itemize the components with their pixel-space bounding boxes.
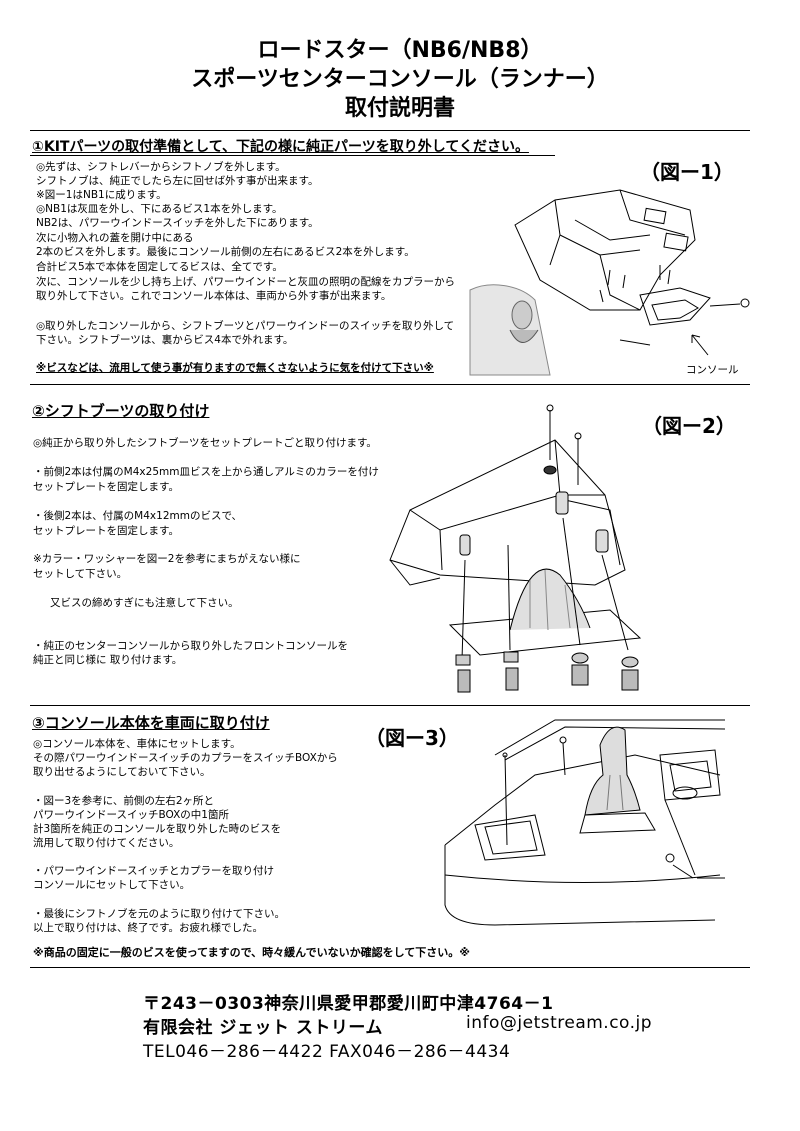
text-line: シフトノブは、純正でしたら左に回せば外す事が出来ます。 (36, 175, 319, 187)
footer-company: 有限会社 ジェット ストリーム (143, 1018, 383, 1038)
figure3-console-install-illustration (435, 715, 735, 935)
text-line: ・後側2本は、付属のM4x12mmのビスで、 (33, 510, 243, 522)
text-line: 取り出せるようにしておいて下さい。 (33, 766, 211, 778)
text-line: セットして下さい。 (33, 568, 128, 580)
divider (30, 384, 750, 385)
text-line: ・前側2本は付属のM4x25mm皿ビスを上から通しアルミのカラーを付け (33, 466, 379, 478)
section1-heading: ①KITパーツの取付準備として、下記の様に純正パーツを取り外してください。 (32, 139, 529, 155)
text-line: ・純正のセンターコンソールから取り外したフロントコンソールを (33, 640, 348, 652)
section2-heading: ②シフトブーツの取り付け (32, 402, 210, 420)
title-line2: スポーツセンターコンソール（ランナー） (191, 67, 609, 92)
text-line: ・図ー3を参考に、前側の左右2ヶ所と (33, 795, 215, 807)
notice-text: ※商品の固定に一般のビスを使ってますので、時々緩んでいないか確認をして下さい。※ (33, 946, 470, 959)
figure2-shift-boot-illustration (380, 400, 660, 700)
text-line: 下さい。シフトブーツは、裏からビス4本で外れます。 (36, 334, 294, 346)
text-line: NB2は、パワーウインドースイッチを外した下にあります。 (36, 217, 319, 229)
text-line: 次に、コンソールを少し持ち上げ、パワーウインドーと灰皿の照明の配線をカプラーから (36, 276, 455, 288)
figure3-label: （図ー3） (365, 726, 459, 750)
text-line: セットプレートを固定します。 (33, 525, 179, 537)
footer-address: 〒243－0303神奈川県愛甲郡愛川町中津4764－1 (143, 994, 554, 1014)
figure1-caption: コンソール (686, 364, 739, 376)
section3-heading: ③コンソール本体を車両に取り付け (32, 714, 270, 732)
warning-text: ※ビスなどは、流用して使う事が有りますので無くさないように気を付けて下さい※ (36, 362, 434, 374)
figure2-label: （図ー2） (642, 414, 736, 438)
text-line: 次に小物入れの蓋を開け中にある (36, 232, 194, 244)
text-line: ※図ー1はNB1に成ります。 (36, 189, 167, 201)
text-line: ・パワーウインドースイッチとカプラーを取り付け (33, 865, 274, 877)
text-line: セットプレートを固定します。 (33, 481, 179, 493)
text-line: 取り外して下さい。これでコンソール本体は、車両から外す事が出来ます。 (36, 290, 392, 302)
text-line: 純正と同じ様に 取り付けます。 (33, 654, 183, 666)
text-line: 計3箇所を純正のコンソールを取り外した時のビスを (33, 823, 282, 835)
divider (30, 130, 750, 131)
text-line: 2本のビスを外します。最後にコンソール前側の左右にあるビス2本を外します。 (36, 246, 415, 258)
title-line3: 取付説明書 (344, 96, 455, 121)
text-line: コンソールにセットして下さい。 (33, 879, 191, 891)
text-line: ◎純正から取り外したシフトブーツをセットプレートごと取り付けます。 (33, 437, 377, 449)
text-line: ※カラー・ワッシャーを図ー2を参考にまちがえない様に (33, 553, 301, 565)
text-line: 又ビスの締めすぎにも注意して下さい。 (50, 597, 239, 609)
footer-email[interactable]: info@jetstream.co.jp (466, 1013, 653, 1033)
text-line: 流用して取り付けてください。 (33, 837, 180, 849)
footer-phone-fax: TEL046－286－4422 FAX046－286－4434 (143, 1042, 511, 1062)
title-line1: ロードスター（NB6/NB8） (257, 38, 543, 63)
text-line: ◎コンソール本体を、車体にセットします。 (33, 738, 241, 750)
text-line: パワーウインドースイッチBOXの中1箇所 (33, 809, 229, 821)
figure1-label: （図ー1） (640, 160, 734, 184)
text-line: ・最後にシフトノブを元のように取り付けて下さい。 (33, 908, 285, 920)
text-line: 以上で取り付けは、終了です。お疲れ様でした。 (33, 922, 263, 934)
text-line: ◎取り外したコンソールから、シフトブーツとパワーウインドーのスイッチを取り外して (36, 320, 455, 332)
figure1-console-illustration (460, 180, 760, 380)
divider (30, 967, 750, 968)
text-line: 合計ビス5本で本体を固定してるビスは、全てです。 (36, 261, 283, 273)
text-line: ◎先ずは、シフトレバーからシフトノブを外します。 (36, 161, 286, 173)
text-line: ◎NB1は灰皿を外し、下にあるビス1本を外します。 (36, 203, 283, 215)
text-line: その際パワーウインドースイッチのカプラーをスイッチBOXから (33, 752, 338, 764)
divider (30, 705, 750, 706)
divider (30, 155, 555, 156)
